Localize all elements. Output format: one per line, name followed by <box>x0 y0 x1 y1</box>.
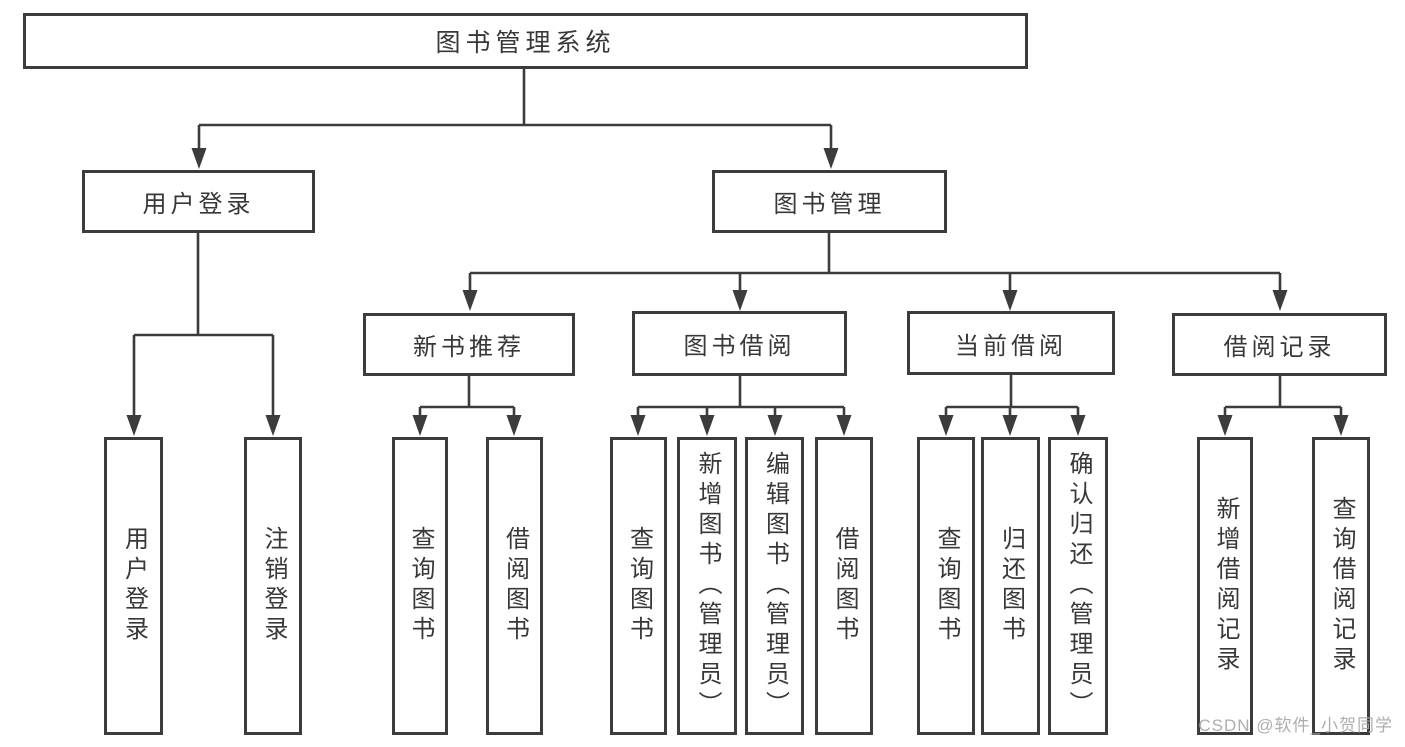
leaf-borrow-book: 借阅图书 <box>815 437 873 735</box>
leaf-add-borrow-record: 新增借阅记录 <box>1197 437 1253 735</box>
node-label: 确认归还（管理员） <box>1065 451 1092 721</box>
leaf-edit-book-admin: 编辑图书（管理员） <box>745 437 804 735</box>
node-book-borrow: 图书借阅 <box>632 311 847 376</box>
node-label: 查询图书 <box>625 526 653 646</box>
node-label: 查询图书 <box>407 526 434 646</box>
leaf-newrec-query-book: 查询图书 <box>392 437 448 735</box>
leaf-logout: 注销登录 <box>244 437 302 735</box>
leaf-confirm-return-admin: 确认归还（管理员） <box>1048 437 1108 735</box>
node-borrow-records: 借阅记录 <box>1172 313 1387 376</box>
node-label: 图书管理系统 <box>435 29 616 57</box>
leaf-add-book-admin: 新增图书（管理员） <box>677 437 737 735</box>
node-label: 新增图书（管理员） <box>694 451 721 721</box>
leaf-query-borrow-record: 查询借阅记录 <box>1312 437 1370 735</box>
leaf-current-query-book: 查询图书 <box>917 437 975 735</box>
node-label: 图书管理 <box>773 191 886 218</box>
node-label: 当前借阅 <box>955 332 1067 360</box>
node-label: 查询图书 <box>933 526 960 646</box>
leaf-user-login: 用户登录 <box>104 437 163 735</box>
node-book-management: 图书管理 <box>712 170 947 233</box>
node-library-system-root: 图书管理系统 <box>23 13 1028 69</box>
node-label: 新书推荐 <box>413 334 525 361</box>
node-label: 查询借阅记录 <box>1328 496 1355 676</box>
node-label: 借阅图书 <box>831 526 858 646</box>
node-label: 编辑图书（管理员） <box>761 451 789 721</box>
node-label: 新增借阅记录 <box>1212 496 1239 676</box>
csdn-watermark: CSDN @软件_小贺同学 <box>1198 716 1393 735</box>
leaf-borrow-query-book: 查询图书 <box>610 437 667 735</box>
node-current-borrow: 当前借阅 <box>907 311 1115 375</box>
node-label: 借阅记录 <box>1223 334 1336 361</box>
node-label: 注销登录 <box>260 526 287 646</box>
node-label: 归还图书 <box>997 526 1025 646</box>
leaf-newrec-borrow-book: 借阅图书 <box>486 437 543 735</box>
node-label: 用户登录 <box>120 526 148 646</box>
leaf-return-book: 归还图书 <box>981 437 1040 735</box>
node-new-book-recommend: 新书推荐 <box>363 313 575 376</box>
node-label: 用户登录 <box>142 191 255 218</box>
node-user-login: 用户登录 <box>82 170 315 233</box>
node-label: 借阅图书 <box>501 526 529 646</box>
node-label: 图书借阅 <box>683 333 796 360</box>
